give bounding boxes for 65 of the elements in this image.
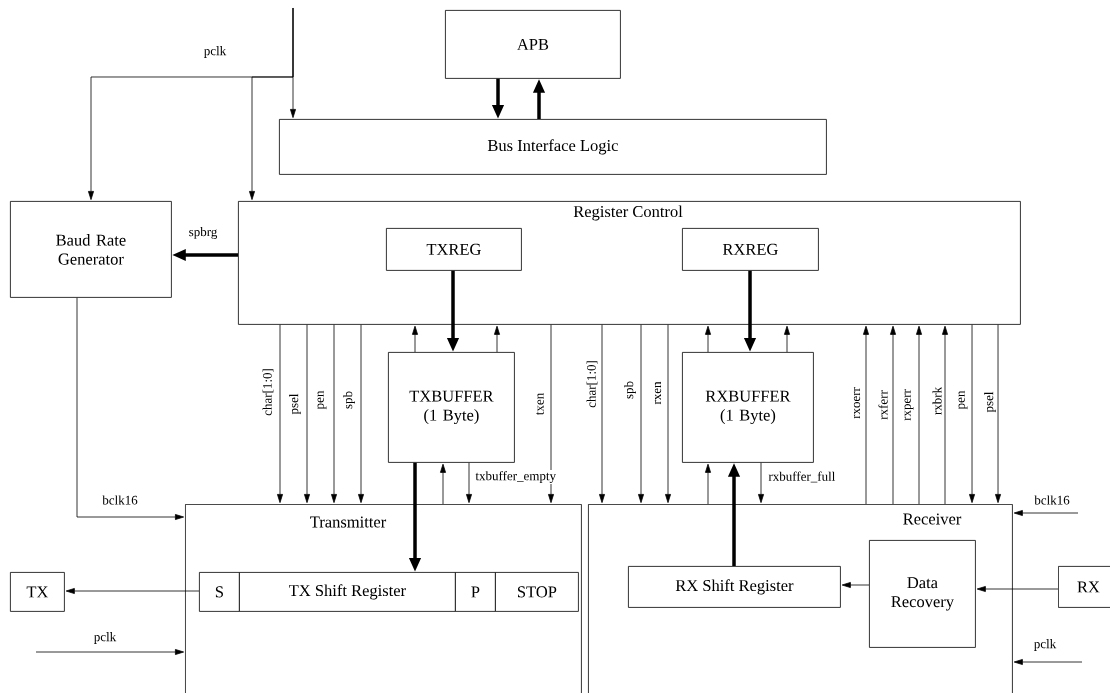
arrow: [942, 325, 948, 505]
arrow: [65, 588, 200, 594]
signal-label: spb: [624, 381, 636, 399]
signal-label: txbuffer_empty: [474, 470, 558, 484]
arrow: [494, 325, 500, 353]
arrow: [1013, 510, 1079, 516]
register-cell: S: [199, 572, 240, 612]
arrow: [440, 463, 446, 505]
signal-label: pclk: [204, 46, 227, 58]
arrow: [705, 463, 711, 505]
arrow: [412, 325, 418, 353]
arrow: [466, 462, 472, 503]
arrow: [784, 325, 790, 353]
arrow: [995, 324, 1001, 503]
signal-label: char[1:0]: [262, 369, 274, 416]
signal-label: rxbuffer_full: [767, 470, 837, 484]
arrow: [863, 325, 869, 505]
arrow: [969, 324, 975, 503]
arrow: [358, 324, 364, 503]
register-box: RX Shift Register: [628, 566, 841, 608]
register-box: TXREG: [386, 228, 522, 271]
pin-box: TX: [10, 572, 65, 612]
signal-label: psel: [289, 393, 301, 415]
signal-label: rxen: [654, 381, 662, 405]
signal-label: txen: [536, 393, 544, 416]
arrow: [35, 649, 184, 655]
arrow: [1013, 659, 1083, 665]
signal-label: rxferr: [878, 390, 888, 420]
arrow: [705, 325, 711, 353]
signal-label: spb: [343, 391, 355, 409]
arrow: [890, 325, 896, 505]
arrow: [331, 324, 337, 503]
signal-label: bclk16: [102, 495, 138, 505]
arrow: [758, 462, 764, 503]
arrow: [599, 324, 605, 503]
arrow: [548, 324, 554, 503]
signal-label: rxbrk: [932, 386, 942, 415]
arrow: [304, 324, 310, 503]
block-box: Bus Interface Logic: [279, 119, 827, 175]
register-cell: P: [455, 572, 496, 612]
signal-label: char[1:0]: [586, 361, 598, 408]
signal-label: psel: [984, 391, 996, 413]
block-box: Baud Rate Generator: [10, 201, 172, 298]
arrow: [638, 324, 644, 503]
arrow: [976, 586, 1059, 592]
block-box: Data Recovery: [869, 540, 976, 648]
signal-label: pclk: [1034, 639, 1057, 651]
arrow: [76, 297, 184, 520]
signal-label: pen: [958, 390, 968, 410]
arrow: [841, 582, 870, 588]
pin-box: RX: [1058, 566, 1110, 608]
signal-label: pen: [317, 390, 327, 410]
arrow: [916, 325, 922, 505]
arrow: [249, 7, 294, 200]
signal-label: rxoerr: [853, 387, 861, 419]
register-box: RXREG: [682, 228, 819, 271]
buffer-box: RXBUFFER (1 Byte): [682, 352, 814, 463]
block-box: APB: [445, 10, 621, 79]
buffer-box: TXBUFFER (1 Byte): [388, 352, 515, 463]
arrow: [665, 324, 671, 503]
signal-label: pclk: [94, 632, 117, 644]
arrow: [277, 324, 283, 503]
signal-label: bclk16: [1034, 495, 1070, 505]
signal-label: rxperr: [904, 389, 914, 421]
signal-label: spbrg: [187, 226, 219, 240]
